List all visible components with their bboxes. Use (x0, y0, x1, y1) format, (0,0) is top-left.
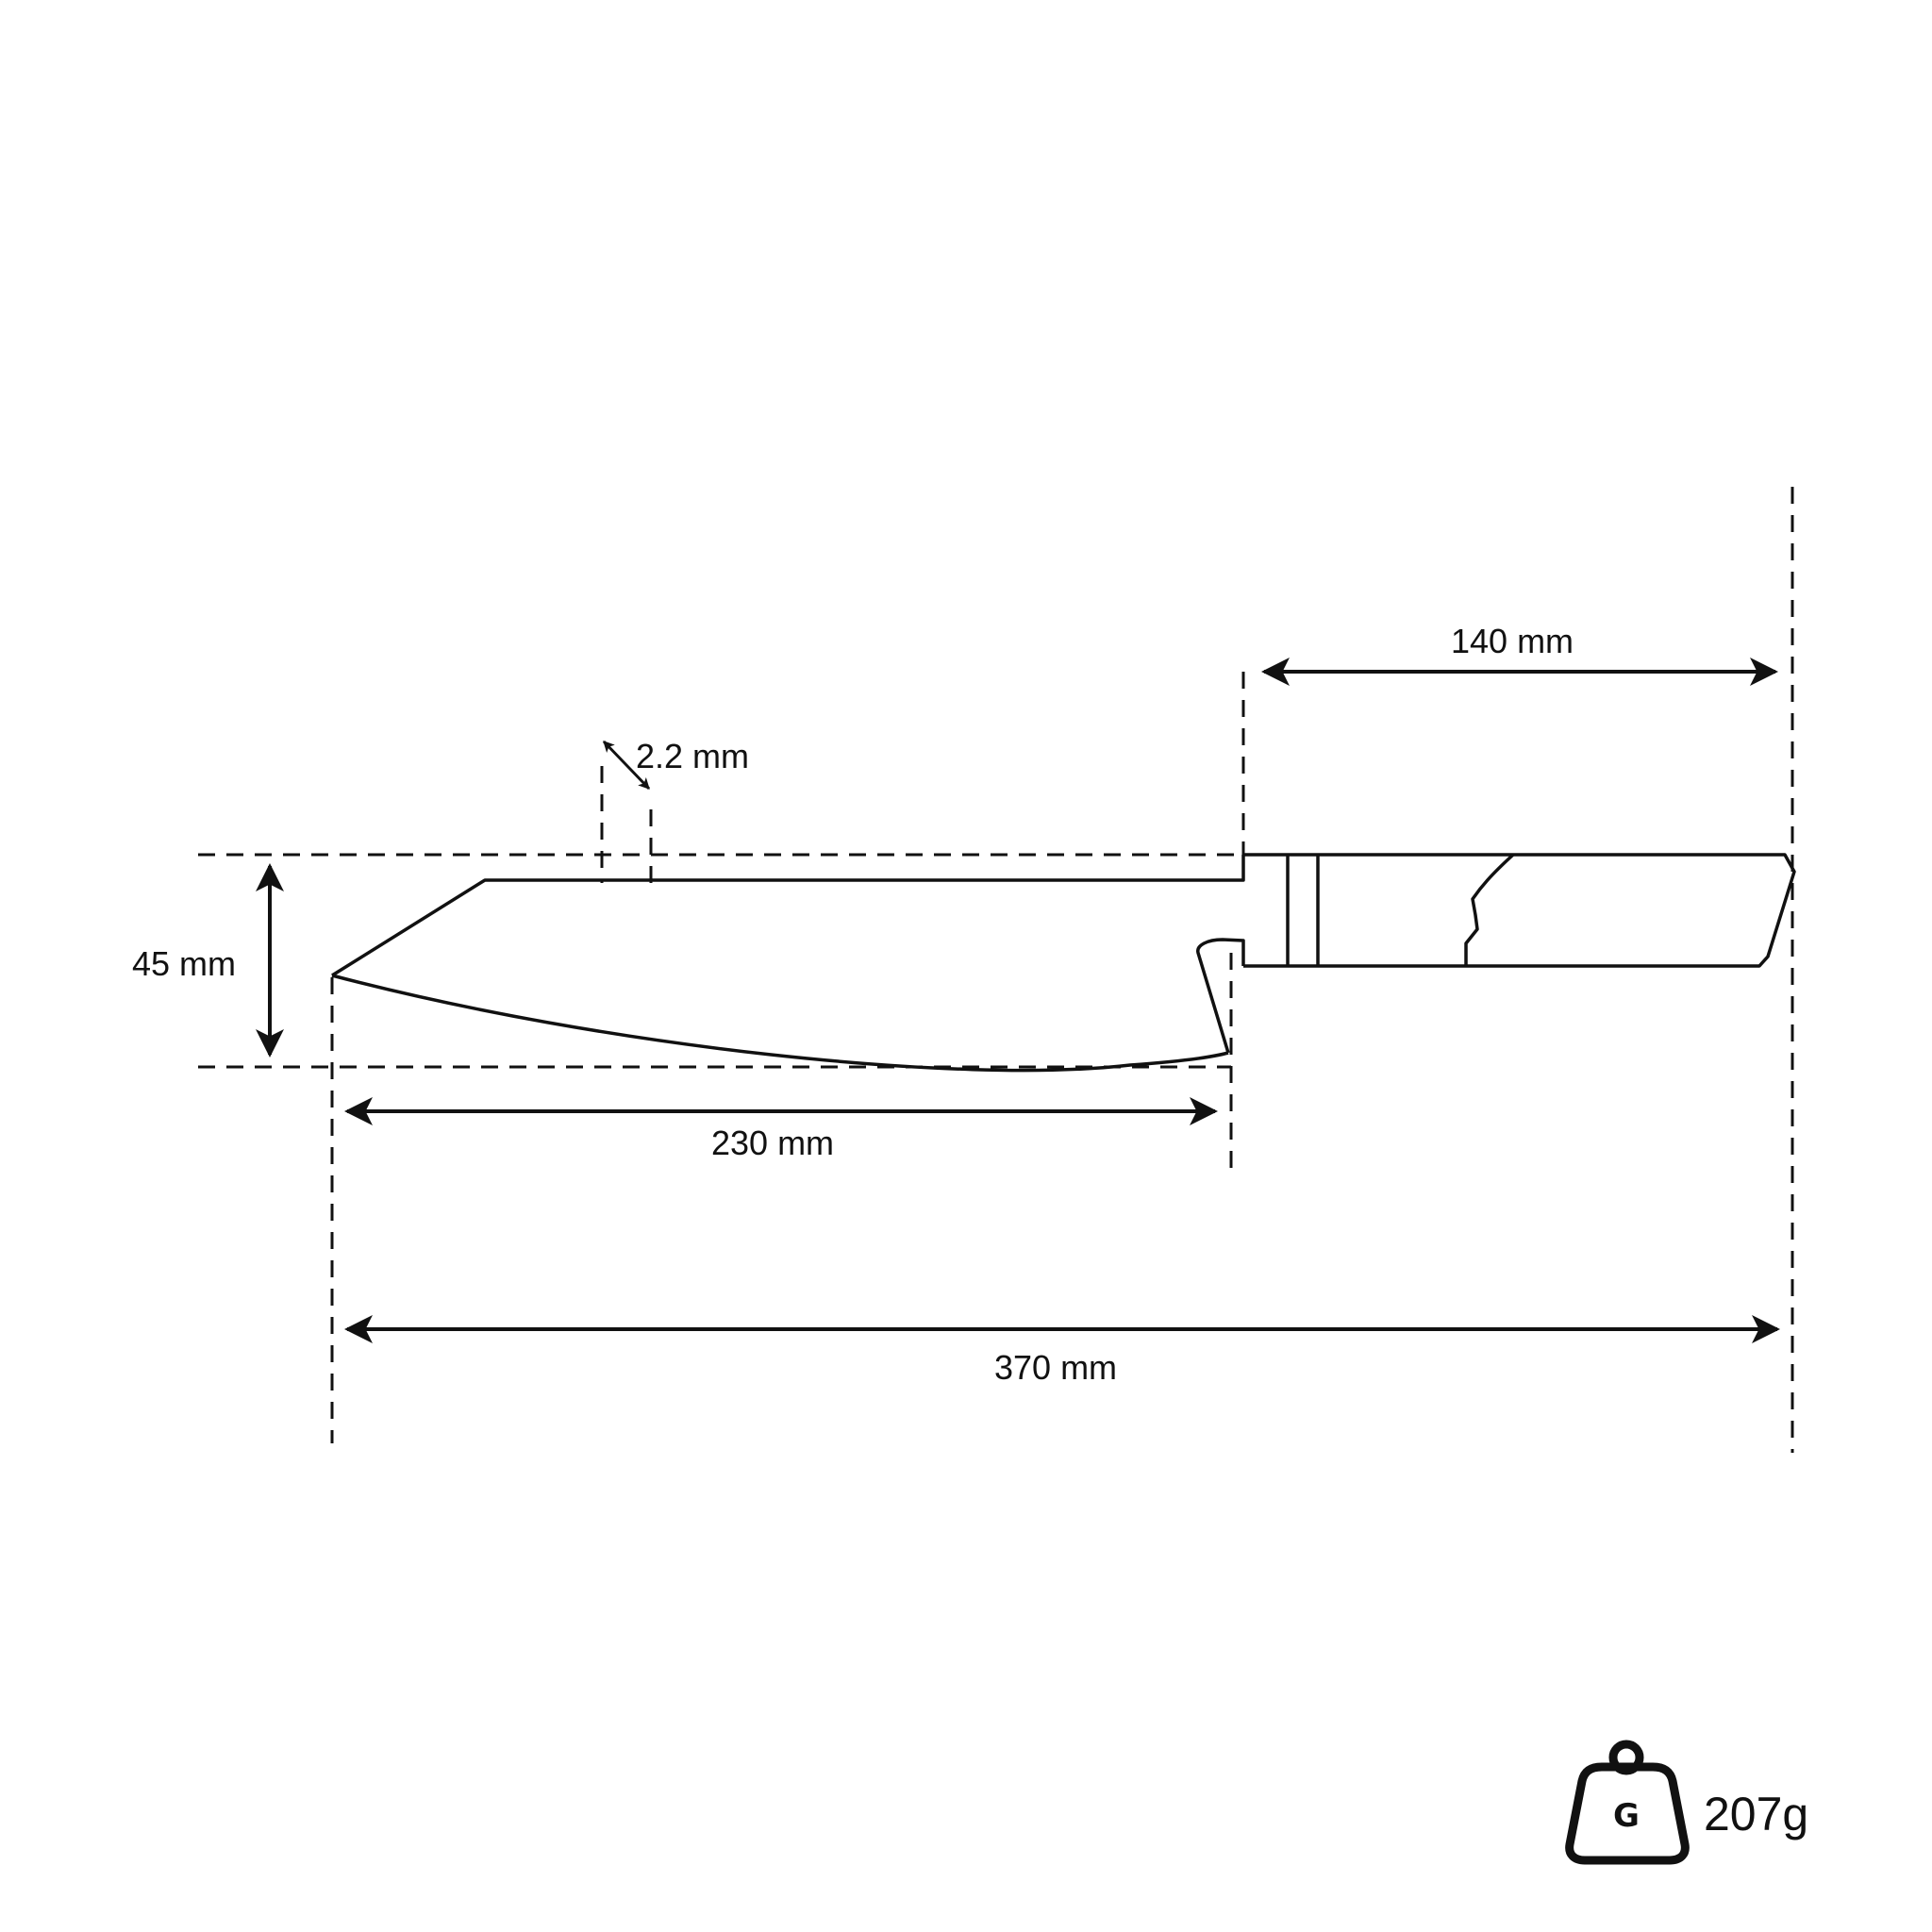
overall-length-label: 370 mm (994, 1348, 1118, 1387)
blade-edge (331, 974, 1229, 1073)
handle-length-label: 140 mm (1451, 622, 1574, 660)
handle-outline (1243, 853, 1796, 968)
weight-icon-letter: G (1613, 1797, 1640, 1835)
handle-grain-line (1464, 853, 1515, 966)
weight-icon (1565, 1740, 1690, 1865)
thickness-arrow (602, 740, 651, 791)
blade (331, 855, 1245, 1073)
reference-lines (198, 487, 1794, 1453)
dimension-arrows (256, 658, 1780, 1343)
blade-heel (1196, 938, 1245, 1054)
weight-value: 207g (1704, 1788, 1809, 1840)
handle (1243, 853, 1796, 968)
blade-thickness-label: 2.2 mm (636, 737, 750, 775)
blade-height-label: 45 mm (132, 944, 237, 983)
blade-length-label: 230 mm (711, 1124, 835, 1162)
blade-spine (331, 855, 1245, 977)
